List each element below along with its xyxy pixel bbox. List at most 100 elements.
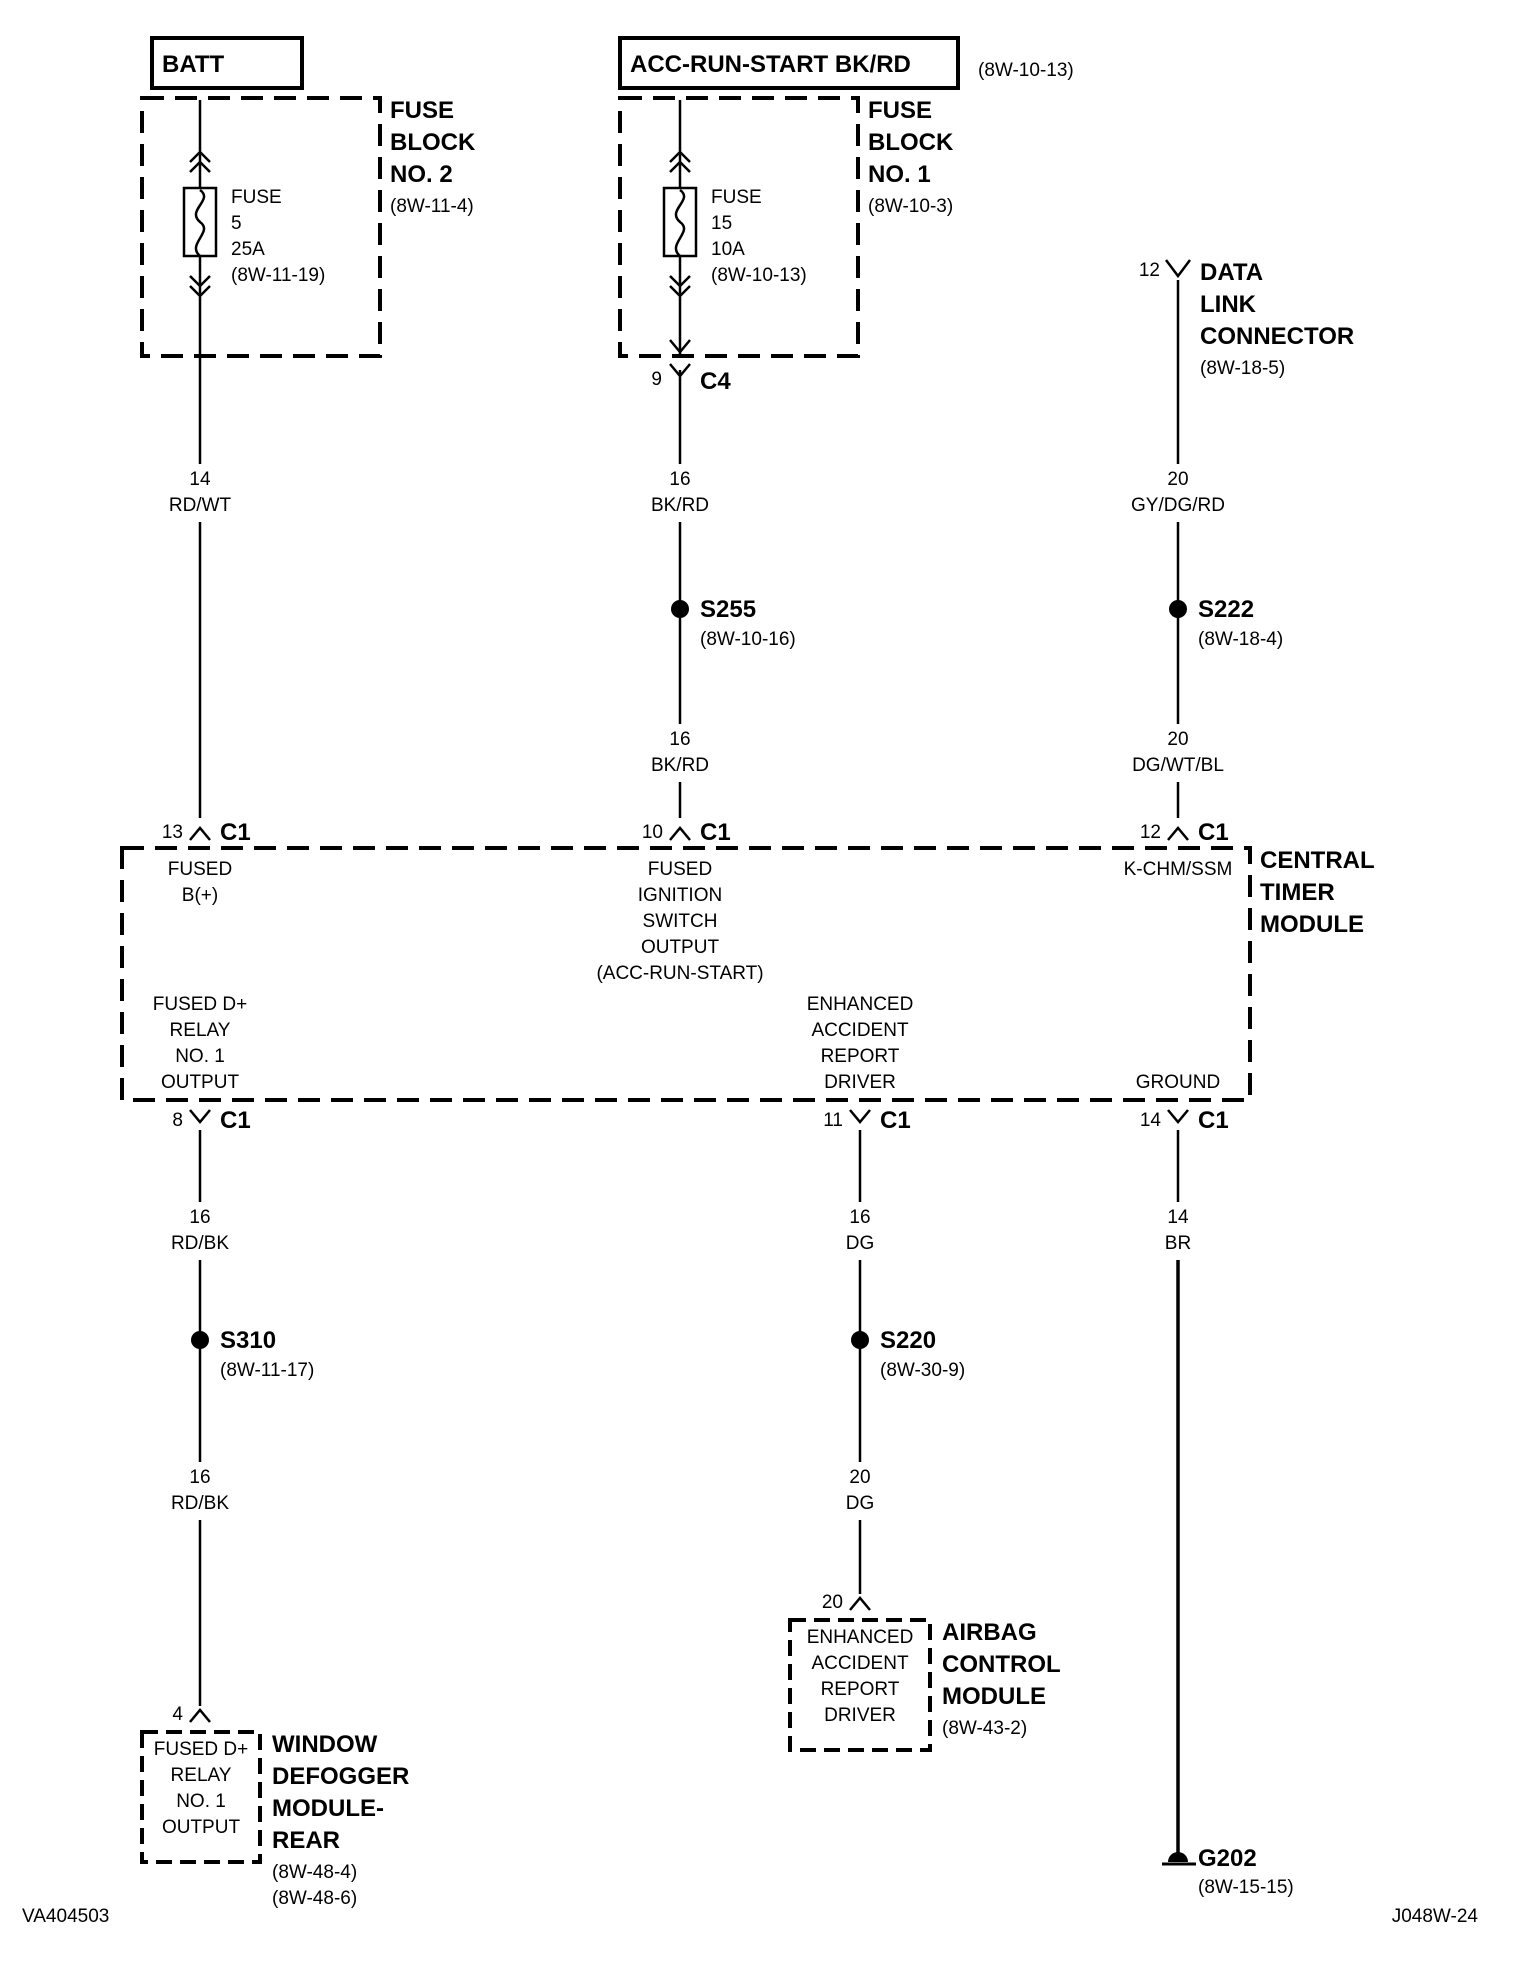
fuse-15-number: 15 bbox=[711, 213, 732, 234]
wire-gauge-air-a: 16 bbox=[849, 1207, 870, 1228]
airbag-box bbox=[788, 1618, 932, 1752]
fuse-block-1-title-3: NO. 1 bbox=[868, 161, 931, 188]
fuse-block-1-ref: (8W-10-3) bbox=[868, 196, 953, 217]
wire-color-dlc-a: GY/DG/RD bbox=[1131, 495, 1225, 516]
ctm-pin-14-conn: C1 bbox=[1198, 1107, 1229, 1134]
dlc-ref: (8W-18-5) bbox=[1200, 358, 1285, 379]
airbag-connector-symbol bbox=[849, 1596, 871, 1611]
dlc-title-3: CONNECTOR bbox=[1200, 323, 1354, 350]
ctm-pin-14-symbol bbox=[1167, 1109, 1189, 1124]
defogger-title-4: REAR bbox=[272, 1827, 340, 1854]
wire-gauge-gnd: 14 bbox=[1167, 1207, 1189, 1228]
splice-s255-dot bbox=[671, 600, 689, 618]
ctm-pin-8-symbol bbox=[189, 1109, 211, 1124]
splice-s220-name: S220 bbox=[880, 1327, 936, 1354]
splice-s220-ref: (8W-30-9) bbox=[880, 1360, 965, 1381]
wire-gauge-dlc-b: 20 bbox=[1167, 729, 1188, 750]
ctm-title-2: TIMER bbox=[1260, 879, 1335, 906]
splice-s310-dot bbox=[191, 1331, 209, 1349]
ctm-pin-10-label-5: (ACC-RUN-START) bbox=[596, 963, 763, 984]
fuse-15-rating: 10A bbox=[711, 239, 745, 260]
airbag-inner-4: DRIVER bbox=[824, 1705, 896, 1726]
airbag-inner-2: ACCIDENT bbox=[811, 1653, 909, 1674]
fuse-5-ref: (8W-11-19) bbox=[231, 265, 325, 286]
fuse-block-2-title-1: FUSE bbox=[390, 97, 454, 124]
wire-gauge-acc-b: 16 bbox=[669, 729, 690, 750]
ctm-pin-11-num: 11 bbox=[823, 1110, 843, 1131]
defogger-title-1: WINDOW bbox=[272, 1731, 378, 1758]
ctm-pin-10-label-3: SWITCH bbox=[643, 911, 718, 932]
ctm-pin-12-num: 12 bbox=[1140, 822, 1161, 843]
footer-right-code: J048W-24 bbox=[1392, 1906, 1479, 1927]
wire-color-dlc-b: DG/WT/BL bbox=[1132, 755, 1224, 776]
wires bbox=[198, 100, 1180, 1858]
wire-gauge-defog-a: 16 bbox=[189, 1207, 210, 1228]
c4-name: C4 bbox=[700, 368, 731, 395]
ctm-pin-10-label-2: IGNITION bbox=[638, 885, 722, 906]
ctm-pin-14-num: 14 bbox=[1140, 1110, 1162, 1131]
ctm-pin-8-conn: C1 bbox=[220, 1107, 251, 1134]
fuse-block-1-box bbox=[618, 96, 860, 358]
acc-label: ACC-RUN-START BK/RD bbox=[630, 51, 911, 78]
ctm-pin-11-label-1: ENHANCED bbox=[807, 994, 914, 1015]
dlc-pin: 12 bbox=[1139, 260, 1160, 281]
airbag-title-2: CONTROL bbox=[942, 1651, 1061, 1678]
splice-s310-ref: (8W-11-17) bbox=[220, 1360, 314, 1381]
fuse-5-label: FUSE bbox=[231, 187, 282, 208]
splice-s220-dot bbox=[851, 1331, 869, 1349]
ctm-pin-8-label-1: FUSED D+ bbox=[153, 994, 248, 1015]
fuse-5-symbol bbox=[182, 150, 218, 298]
defogger-title-2: DEFOGGER bbox=[272, 1763, 409, 1790]
fuse-block-2-title-2: BLOCK bbox=[390, 129, 476, 156]
fuse-block-2-ref: (8W-11-4) bbox=[390, 196, 474, 217]
ctm-pin-13-label-2: B(+) bbox=[182, 885, 218, 906]
ground-name: G202 bbox=[1198, 1845, 1257, 1872]
defogger-box bbox=[140, 1730, 262, 1864]
dlc-connector-symbol bbox=[1165, 259, 1191, 279]
fuse-block-1-title-1: FUSE bbox=[868, 97, 932, 124]
fuse-15-label: FUSE bbox=[711, 187, 762, 208]
airbag-inner-3: REPORT bbox=[821, 1679, 900, 1700]
ctm-box bbox=[120, 846, 1252, 1102]
fuse-5-rating: 25A bbox=[231, 239, 265, 260]
ctm-pin-13-num: 13 bbox=[162, 822, 183, 843]
ctm-pin-11-label-3: REPORT bbox=[821, 1046, 900, 1067]
ctm-pin-10-conn: C1 bbox=[700, 819, 731, 846]
splice-s255-ref: (8W-10-16) bbox=[700, 629, 796, 650]
splice-s255-name: S255 bbox=[700, 596, 756, 623]
ctm-pin-14-label-1: GROUND bbox=[1136, 1072, 1220, 1093]
batt-label: BATT bbox=[162, 51, 225, 78]
wire-color-air-b: DG bbox=[846, 1493, 875, 1514]
splice-s310-name: S310 bbox=[220, 1327, 276, 1354]
defogger-ref-2: (8W-48-6) bbox=[272, 1888, 357, 1909]
fuse-block-1-title-2: BLOCK bbox=[868, 129, 954, 156]
fuse-5-number: 5 bbox=[231, 213, 242, 234]
ctm-pin-8-label-2: RELAY bbox=[170, 1020, 231, 1041]
wire-gauge-acc-a: 16 bbox=[669, 469, 690, 490]
airbag-ref: (8W-43-2) bbox=[942, 1718, 1027, 1739]
wire-color-air-a: DG bbox=[846, 1233, 875, 1254]
fuse-15-ref: (8W-10-13) bbox=[711, 265, 807, 286]
ctm-title-1: CENTRAL bbox=[1260, 847, 1375, 874]
airbag-title-1: AIRBAG bbox=[942, 1619, 1037, 1646]
wire-color-gnd: BR bbox=[1165, 1233, 1191, 1254]
airbag-inner-1: ENHANCED bbox=[807, 1627, 914, 1648]
defogger-title-3: MODULE- bbox=[272, 1795, 384, 1822]
defogger-inner-2: RELAY bbox=[171, 1765, 232, 1786]
wire-color-acc-a: BK/RD bbox=[651, 495, 709, 516]
defogger-inner-4: OUTPUT bbox=[162, 1817, 241, 1838]
dlc-title-2: LINK bbox=[1200, 291, 1257, 318]
acc-ref: (8W-10-13) bbox=[978, 60, 1074, 81]
c4-connector-symbol bbox=[669, 363, 691, 378]
batt-box bbox=[150, 36, 304, 90]
ctm-title-3: MODULE bbox=[1260, 911, 1364, 938]
wire-color-defog-a: RD/BK bbox=[171, 1233, 229, 1254]
ground-symbol bbox=[1162, 1852, 1196, 1866]
ctm-pin-12-symbol bbox=[1167, 826, 1189, 841]
wire-color-acc-b: BK/RD bbox=[651, 755, 709, 776]
wire-gauge-batt: 14 bbox=[189, 469, 211, 490]
acc-box bbox=[618, 36, 960, 90]
ctm-pin-10-num: 10 bbox=[642, 822, 663, 843]
footer-left-code: VA404503 bbox=[22, 1906, 109, 1927]
